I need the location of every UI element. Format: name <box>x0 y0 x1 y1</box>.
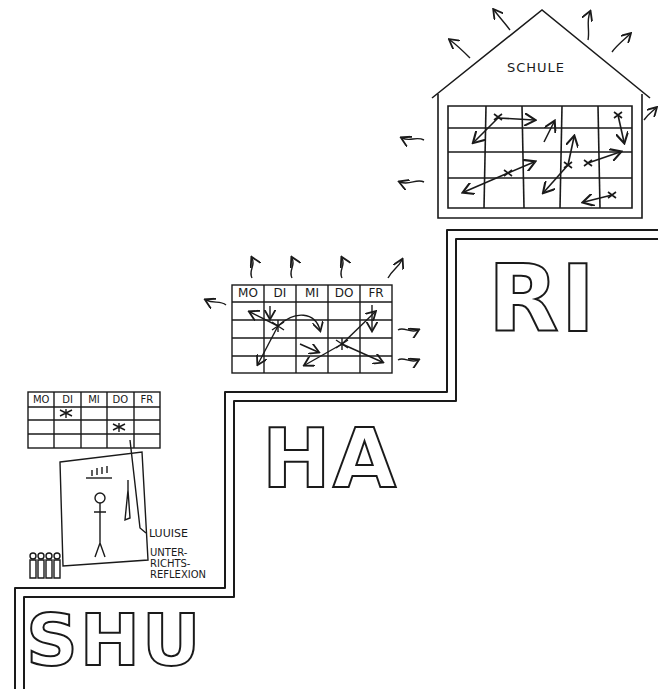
day-header: DI <box>274 287 287 300</box>
stair-step: RI <box>488 254 648 354</box>
note-label: UNTER-RICHTS-REFLEXION <box>150 547 220 580</box>
step-letters: RI <box>488 254 597 346</box>
day-header: FR <box>140 394 153 405</box>
day-header: MI <box>88 394 100 405</box>
house-title: SCHULE <box>420 60 652 75</box>
school-house: SCHULE <box>420 2 658 224</box>
stair-step: HA <box>262 418 442 508</box>
day-header: FR <box>368 287 383 300</box>
day-header: MO <box>33 394 50 405</box>
day-header: MI <box>305 287 319 300</box>
callout-label: LUUISE <box>149 528 188 540</box>
day-header: DO <box>335 287 354 300</box>
day-header: DO <box>113 394 129 405</box>
step-letters: SHU <box>26 604 203 676</box>
step-letters: HA <box>262 418 398 500</box>
day-header: DI <box>62 394 73 405</box>
stair-step: SHU <box>26 604 216 684</box>
day-header: MO <box>238 287 258 300</box>
house-outline <box>420 2 658 224</box>
